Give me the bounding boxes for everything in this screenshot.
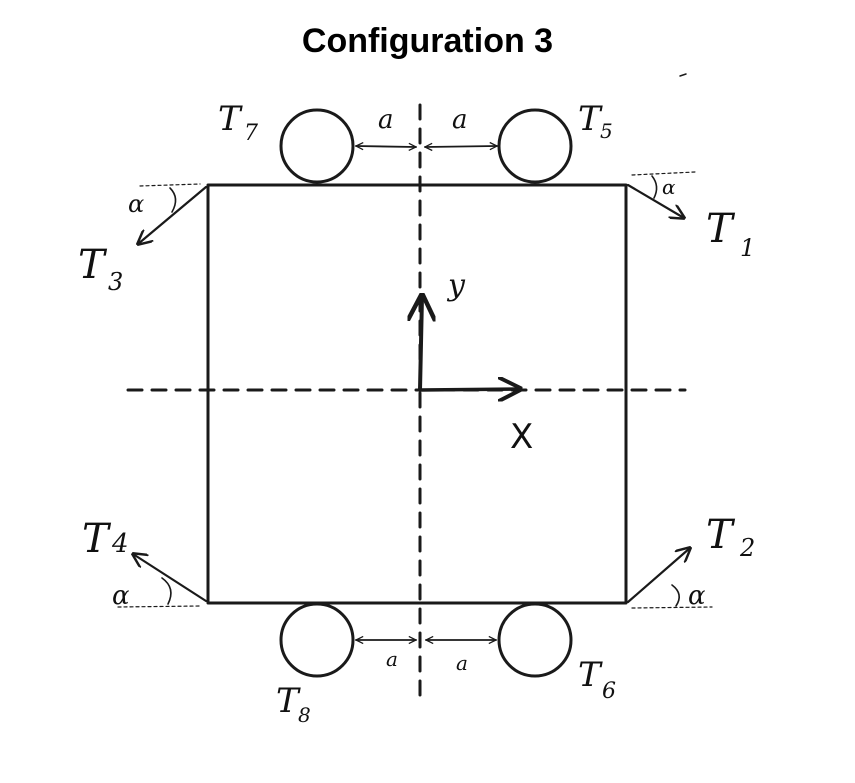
- angle-arc-t4: [161, 577, 172, 605]
- reference-line-t2: [631, 606, 713, 609]
- reference-line-t3: [139, 183, 201, 187]
- label-t1: T 1: [706, 206, 755, 262]
- reference-line-t1: [631, 171, 696, 176]
- thruster-t5: [497, 108, 573, 184]
- diagram-title: Configuration 3: [301, 22, 554, 60]
- vehicle-body: [206, 183, 628, 605]
- svg-text:8: 8: [298, 703, 311, 727]
- svg-text:T: T: [218, 99, 243, 139]
- thruster-t7: [279, 108, 355, 184]
- svg-text:1: 1: [740, 234, 755, 262]
- angle-label-t1: α: [662, 175, 676, 199]
- label-t6: T 6: [578, 655, 616, 704]
- label-t3: T 3: [78, 242, 123, 296]
- stray-mark: [679, 73, 687, 77]
- angle-arc-t3: [169, 187, 177, 213]
- svg-text:T: T: [78, 242, 108, 288]
- svg-text:T: T: [706, 512, 736, 558]
- reference-line-t4: [117, 605, 201, 608]
- angle-label-t3: α: [128, 190, 144, 218]
- svg-text:T: T: [578, 655, 603, 695]
- label-t7: T 7: [218, 99, 258, 146]
- svg-text:T: T: [706, 206, 736, 252]
- label-t4: T 4: [82, 516, 129, 562]
- y-axis-arrow: [420, 296, 422, 392]
- svg-text:T: T: [578, 99, 603, 139]
- label-t5: T 5: [578, 99, 613, 143]
- x-axis-label: X: [510, 417, 533, 457]
- thruster-t8: [279, 602, 355, 678]
- svg-text:2: 2: [739, 534, 755, 562]
- x-axis-arrow: [418, 389, 520, 390]
- thrust-vector-t1: [626, 183, 684, 218]
- label-t8: T 8: [276, 681, 311, 727]
- svg-text:4: 4: [111, 529, 129, 559]
- distance-arrow-top-right: [425, 146, 497, 147]
- distance-label-top-left: a: [378, 105, 394, 135]
- angle-arc-t2: [671, 584, 680, 607]
- thrust-vector-t2: [626, 548, 690, 604]
- distance-arrow-top-left: [356, 146, 416, 147]
- svg-text:T: T: [276, 681, 301, 721]
- thruster-t6: [497, 602, 573, 678]
- distance-label-bottom-left: a: [386, 647, 398, 671]
- angle-label-t2: α: [688, 581, 706, 611]
- y-axis-label: y: [446, 268, 466, 303]
- svg-text:T: T: [82, 516, 112, 562]
- svg-text:5: 5: [600, 119, 613, 143]
- svg-text:6: 6: [602, 679, 616, 704]
- svg-text:3: 3: [108, 268, 123, 296]
- angle-label-t4: α: [112, 581, 130, 611]
- distance-label-top-right: a: [452, 105, 468, 135]
- label-t2: T 2: [706, 512, 755, 562]
- thrust-vector-t4: [133, 554, 208, 603]
- distance-label-bottom-right: a: [456, 651, 468, 675]
- svg-text:7: 7: [244, 121, 258, 146]
- angle-arc-t1: [651, 175, 658, 199]
- thrust-vector-t3: [138, 185, 208, 244]
